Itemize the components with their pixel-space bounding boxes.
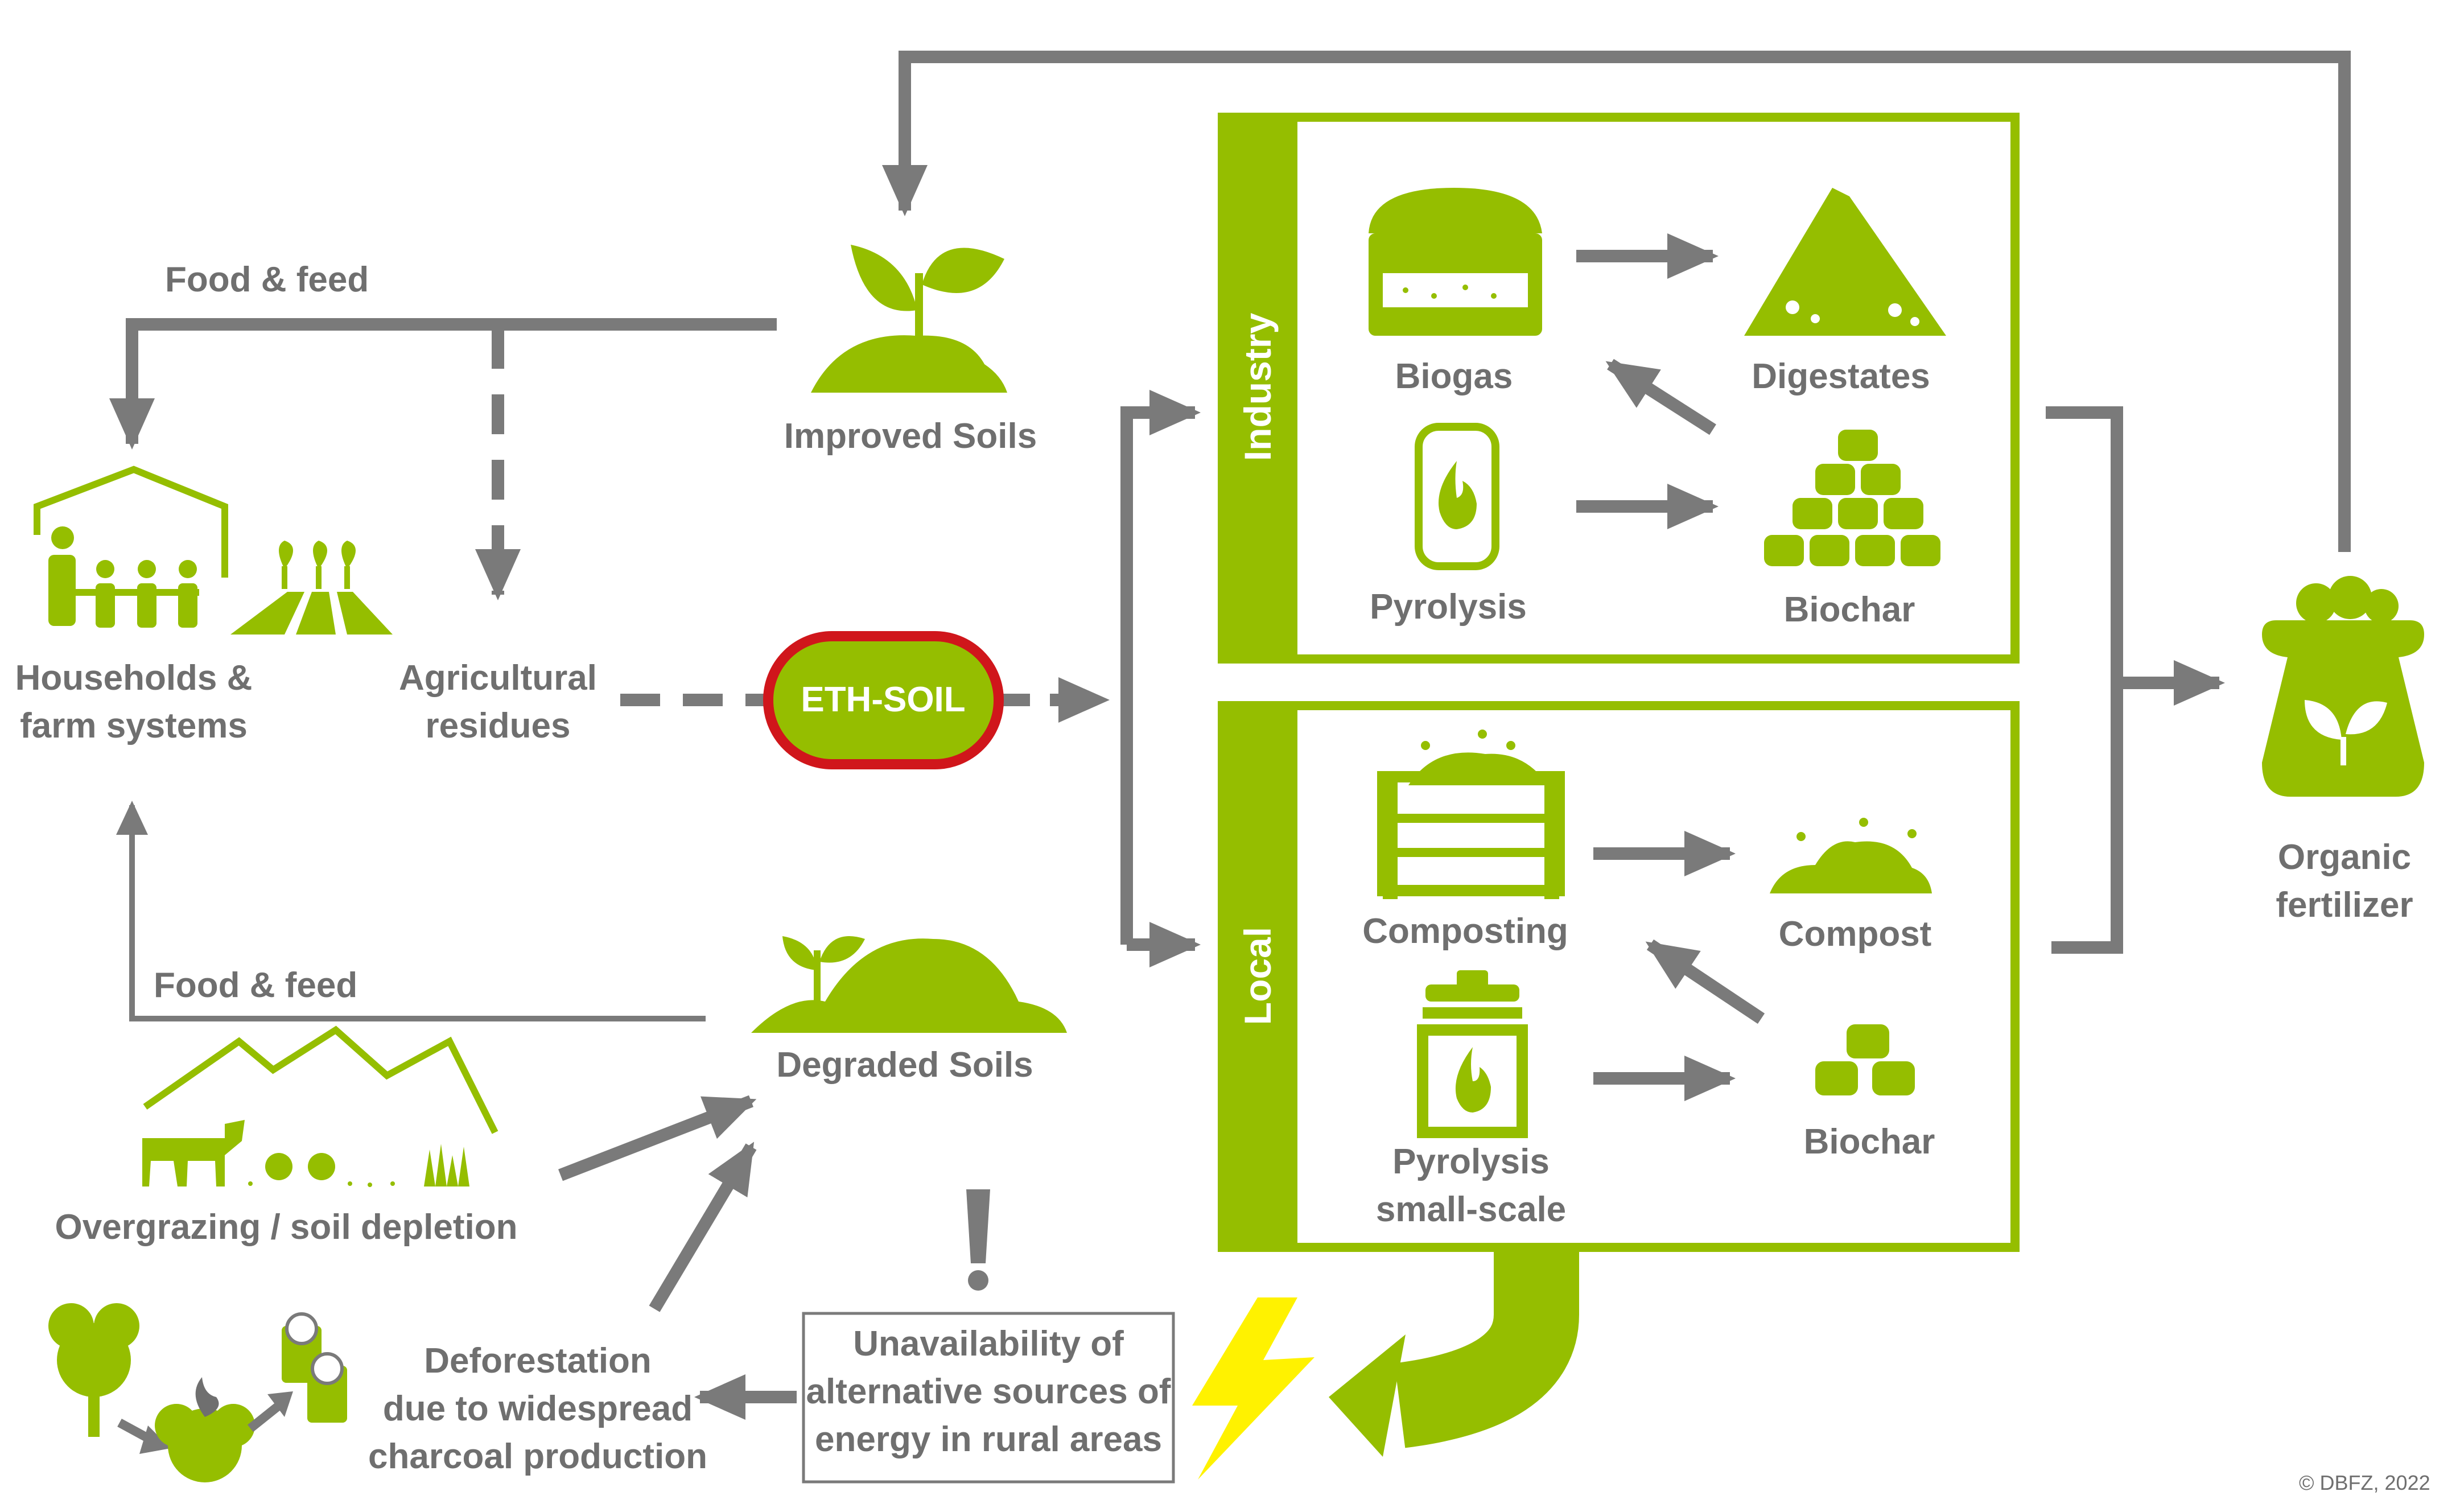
- label-improved-soils: Improved Soils: [784, 417, 1037, 456]
- label-compost: Compost: [1778, 914, 1932, 954]
- label-biogas: Biogas: [1395, 357, 1513, 396]
- label-industry: Industry: [1237, 312, 1279, 462]
- arrow-food-feed-top: [109, 318, 777, 450]
- label-pyrolysis: Pyrolysis: [1370, 587, 1527, 627]
- label-local: Local: [1237, 926, 1279, 1025]
- arrow-food-feed-bottom: [116, 801, 706, 1021]
- tree-icon: [48, 1303, 139, 1437]
- energy-arrow: [1394, 1252, 1579, 1448]
- local-box: [1218, 701, 2020, 1252]
- label-biochar-local: Biochar: [1803, 1122, 1935, 1161]
- label-deforestation: Deforestation due to widespread charcoal…: [368, 1341, 707, 1476]
- label-degraded-soils: Degraded Soils: [776, 1045, 1033, 1085]
- family-icon: [34, 465, 228, 628]
- arrow-overgrazing-to-degraded: [558, 1095, 757, 1181]
- arrow-biochar-to-biogas: [1605, 359, 1716, 435]
- label-biochar-industry: Biochar: [1783, 590, 1915, 629]
- biochar-pile-icon: [1764, 430, 1940, 566]
- label-eth-soil: ETH-SOIL: [801, 680, 966, 719]
- energy-arrow-head: [1329, 1334, 1406, 1457]
- arrow-deforestation-to-degraded: [649, 1142, 757, 1312]
- biochar-small-icon: [1815, 1024, 1915, 1095]
- unavailability-box: [802, 1312, 1175, 1484]
- lightning-icon: [1192, 1297, 1315, 1480]
- digestate-pile-icon: [1744, 188, 1946, 336]
- compost-bin-icon: [1377, 730, 1565, 899]
- pyrolysis-reactor-icon: [1415, 423, 1499, 570]
- bracket-to-fertilizer: [2046, 406, 2219, 954]
- stove-icon: [1417, 970, 1528, 1138]
- flow-arrows: [109, 51, 2351, 1420]
- label-food-feed-bottom: Food & feed: [154, 966, 358, 1005]
- label-organic-fertilizer: Organic fertilizer: [2276, 838, 2413, 925]
- fire-icon: [155, 1377, 255, 1482]
- arrow-split-to-industry: [1120, 390, 1201, 945]
- arrow-fire-to-charcoal: [248, 1402, 282, 1432]
- field-icon: [230, 541, 393, 635]
- label-agricultural-residues: Agricultural residues: [399, 658, 597, 745]
- label-households: Households & farm systems: [15, 658, 253, 745]
- industry-box: [1218, 113, 2020, 664]
- eth-soil-pill: [763, 631, 1004, 769]
- mountain-livestock-icon: [142, 1025, 498, 1187]
- exclamation-icon: [966, 1189, 990, 1291]
- label-unavailability: Unavailability of alternative sources of…: [806, 1324, 1171, 1459]
- label-overgrazing: Overgrazing / soil depletion: [55, 1208, 518, 1247]
- soil-mound-icon: [751, 936, 1067, 1033]
- label-pyrolysis-small-scale: Pyrolysis small-scale: [1375, 1142, 1567, 1229]
- label-food-feed-top: Food & feed: [165, 260, 369, 299]
- biogas-tank-icon: [1369, 188, 1542, 336]
- sprout-icon: [811, 245, 1007, 393]
- charcoal-sack-icon: [282, 1312, 347, 1423]
- label-composting: Composting: [1362, 912, 1568, 951]
- fertilizer-bag-icon: [2262, 576, 2424, 797]
- arrow-fertilizer-to-improved-soils: [882, 51, 2351, 552]
- arrow-biochar-to-composting: [1645, 939, 1765, 1024]
- copyright: © DBFZ, 2022: [2299, 1471, 2430, 1494]
- label-digestates: Digestates: [1752, 357, 1930, 396]
- compost-heap-icon: [1770, 818, 1932, 893]
